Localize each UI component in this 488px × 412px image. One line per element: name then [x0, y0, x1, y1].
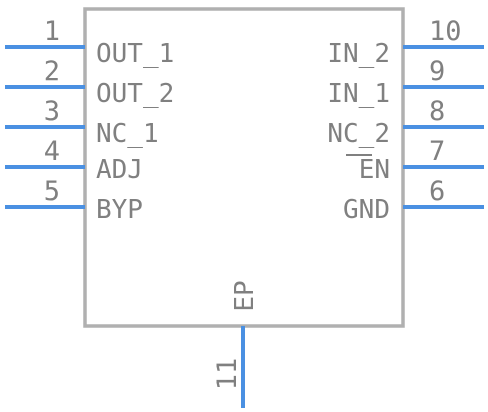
pin-5-name: BYP	[96, 195, 143, 225]
pin-3-name: NC_1	[96, 119, 159, 149]
pin-11-name: EP	[230, 280, 260, 311]
pin-8-number: 8	[429, 96, 445, 127]
pin-7-number: 7	[429, 136, 445, 167]
pin-1-number: 1	[44, 16, 60, 47]
pin-9-name: IN_1	[327, 79, 390, 109]
pin-6-name: GND	[343, 195, 390, 225]
pin-4-number: 4	[44, 136, 60, 167]
pin-11-number: 11	[212, 358, 243, 391]
pin-1-name: OUT_1	[96, 39, 174, 69]
pin-3-number: 3	[44, 96, 60, 127]
pin-7-name: EN	[359, 155, 390, 185]
pin-5-number: 5	[44, 176, 60, 207]
pin-2-name: OUT_2	[96, 79, 174, 109]
pin-4-name: ADJ	[96, 155, 143, 185]
pin-2-number: 2	[44, 56, 60, 87]
pin-10-name: IN_2	[327, 39, 390, 69]
pin-6-number: 6	[429, 176, 445, 207]
pin-8-name: NC_2	[327, 119, 390, 149]
ic-body	[83, 7, 405, 328]
pin-9-number: 9	[429, 56, 445, 87]
pin-10-number: 10	[429, 16, 462, 47]
